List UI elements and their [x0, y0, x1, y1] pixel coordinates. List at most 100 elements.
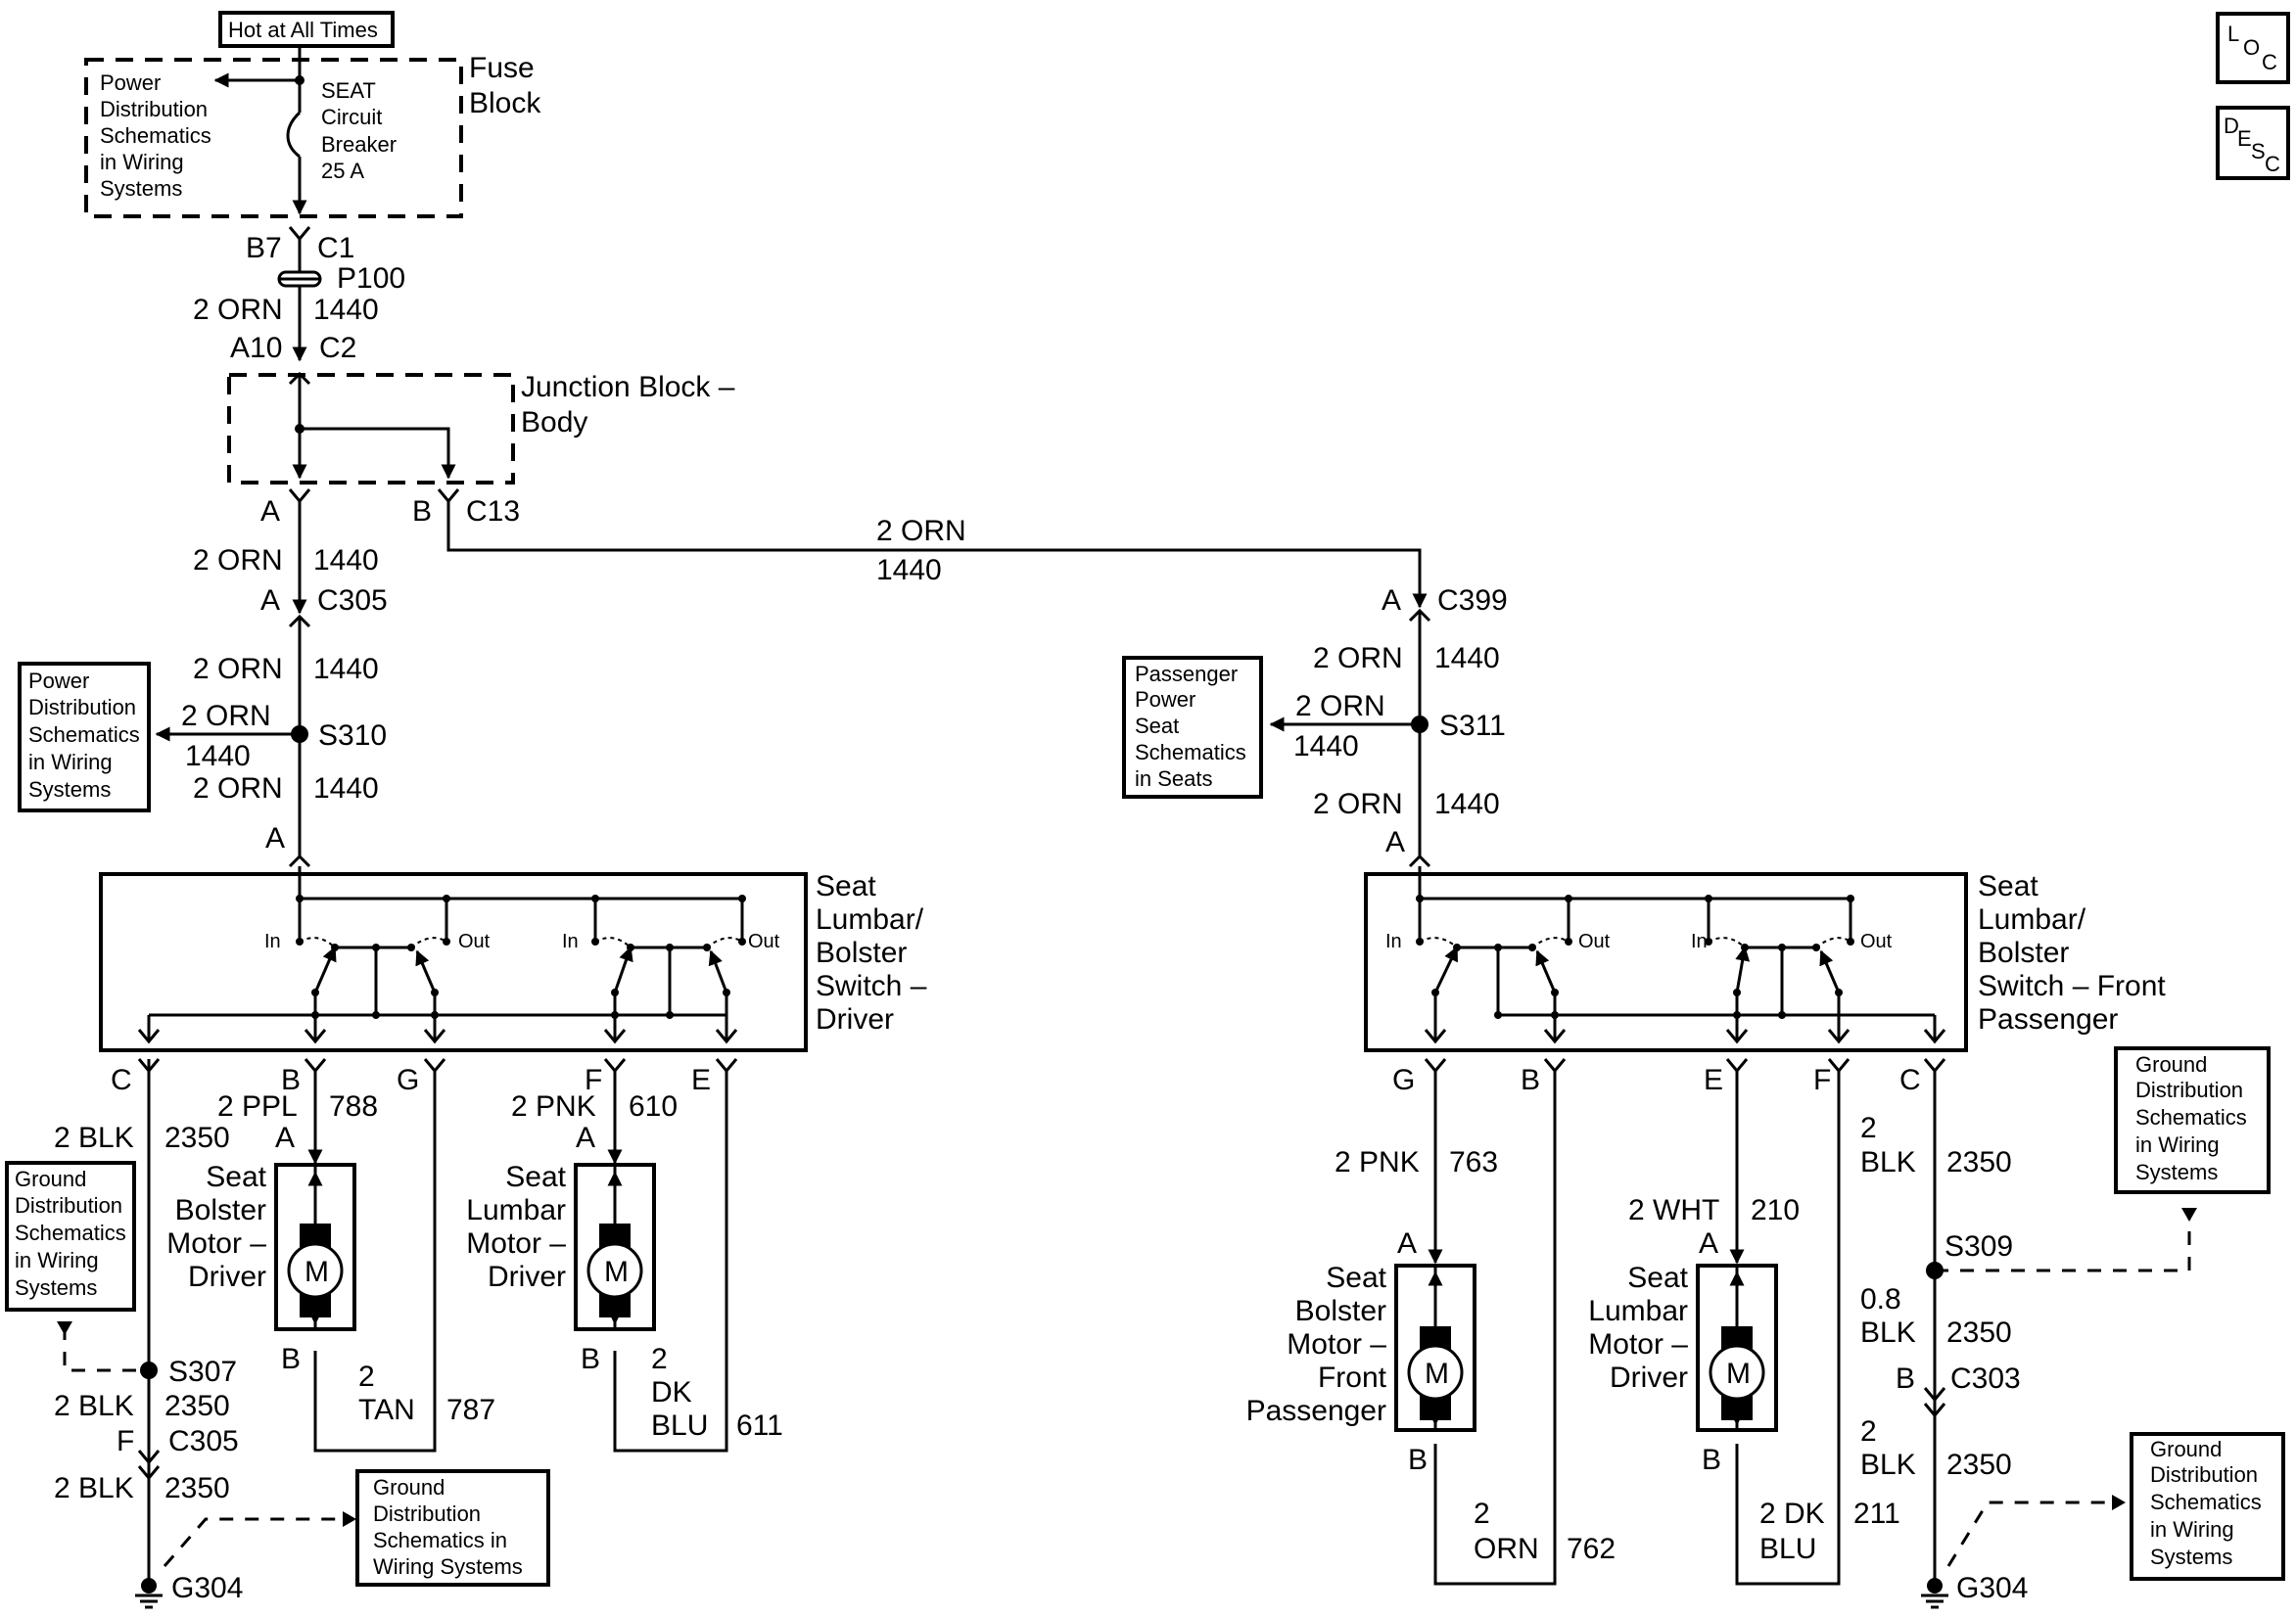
svg-text:Motor –: Motor – — [1588, 1328, 1688, 1361]
fuse-block-section: Hot at All Times Fuse Block Power Distri… — [84, 11, 541, 218]
svg-text:2: 2 — [651, 1343, 668, 1375]
svg-text:A: A — [1699, 1227, 1718, 1260]
svg-text:Lumbar: Lumbar — [466, 1194, 566, 1226]
passenger-bolster-motor: M Seat Bolster Motor – Front Passenger — [1246, 1262, 1476, 1432]
passenger-circuits: 2 PNK 763 A B 2 ORN 762 2 WHT 210 A B 2 … — [1335, 1071, 2197, 1609]
svg-text:Distribution: Distribution — [28, 695, 136, 719]
svg-text:Schematics: Schematics — [100, 123, 211, 148]
svg-text:Out: Out — [1578, 931, 1611, 952]
c2-label: C2 — [319, 332, 356, 364]
driver-lumbar-motor: M Seat Lumbar Motor – Driver — [466, 1161, 656, 1331]
svg-text:Power: Power — [100, 70, 161, 95]
svg-text:2350: 2350 — [164, 1390, 230, 1422]
motor-icon — [287, 1242, 344, 1299]
svg-text:210: 210 — [1751, 1194, 1800, 1226]
g304-right-label: G304 — [1956, 1572, 2028, 1604]
svg-text:BLU: BLU — [651, 1409, 708, 1442]
ground-g304-right-icon — [1927, 1578, 1943, 1594]
svg-text:Out: Out — [458, 931, 491, 952]
driver-bolster-motor: M Seat Bolster Motor – Driver — [166, 1161, 356, 1331]
svg-text:610: 610 — [629, 1090, 678, 1123]
svg-text:2 PPL: 2 PPL — [217, 1090, 298, 1123]
ground-g304-left-icon — [141, 1578, 157, 1594]
svg-text:Driver: Driver — [488, 1261, 566, 1293]
pass-pin-e: E — [1704, 1064, 1723, 1096]
svg-text:in Seats: in Seats — [1135, 766, 1213, 791]
svg-text:762: 762 — [1567, 1533, 1616, 1565]
fuse-block-outline — [84, 58, 463, 218]
junction-block-outline — [227, 373, 515, 485]
svg-text:2 WHT: 2 WHT — [1628, 1194, 1719, 1226]
svg-text:2: 2 — [1474, 1498, 1490, 1530]
svg-text:In: In — [1385, 931, 1402, 952]
svg-text:S: S — [2251, 139, 2266, 163]
svg-text:DK: DK — [651, 1376, 692, 1409]
svg-text:Ground: Ground — [373, 1475, 445, 1500]
pass-pin-g: G — [1392, 1064, 1415, 1096]
c13-pin-b: B — [412, 495, 432, 528]
junction-block-title-2: Body — [521, 406, 587, 439]
svg-text:0.8: 0.8 — [1860, 1283, 1901, 1316]
driver-switch-pin-a: A — [265, 822, 285, 855]
svg-text:Schematics in: Schematics in — [373, 1528, 507, 1552]
driver-circuits: 2 BLK 2350 S307 2 BLK 2350 F C305 2 BLK … — [54, 1059, 783, 1609]
s311-label: S311 — [1439, 710, 1506, 742]
svg-text:Bolster: Bolster — [1295, 1295, 1386, 1327]
passenger-switch-title: Seat Lumbar/ Bolster Switch – Front Pass… — [1978, 870, 2166, 1036]
svg-text:Distribution: Distribution — [2135, 1078, 2243, 1102]
c305-top-label: C305 — [317, 584, 388, 617]
g304-left-label: G304 — [171, 1572, 243, 1604]
svg-text:25 A: 25 A — [321, 159, 364, 183]
svg-text:Passenger: Passenger — [1135, 662, 1238, 686]
svg-text:ORN: ORN — [1474, 1533, 1539, 1565]
svg-text:BLK: BLK — [1860, 1317, 1916, 1349]
p100-label: P100 — [337, 262, 405, 295]
svg-text:2 PNK: 2 PNK — [1335, 1146, 1420, 1178]
svg-text:M: M — [604, 1256, 629, 1288]
svg-text:2 BLK: 2 BLK — [54, 1472, 134, 1504]
svg-text:Passenger: Passenger — [1246, 1395, 1386, 1427]
svg-text:Motor –: Motor – — [466, 1227, 566, 1260]
ground-distribution-ref-left: Ground Distribution Schematics in Wiring… — [5, 1161, 136, 1312]
driver-pin-f: F — [585, 1064, 602, 1096]
ground-distribution-ref-right-bottom: Ground Distribution Schematics in Wiring… — [2130, 1432, 2285, 1581]
svg-text:211: 211 — [1853, 1498, 1900, 1530]
s307-label: S307 — [168, 1356, 237, 1388]
svg-text:Front: Front — [1318, 1362, 1387, 1394]
svg-text:Lumbar: Lumbar — [1588, 1295, 1688, 1327]
circuit-breaker-symbol — [286, 111, 302, 159]
passenger-power-seat-ref: Passenger Power Seat Schematics in Seats — [1122, 656, 1263, 799]
wire-1440-label: 1440 — [313, 294, 379, 326]
passenger-switch: Seat Lumbar/ Bolster Switch – Front Pass… — [1364, 866, 2166, 1096]
svg-text:M: M — [1425, 1358, 1449, 1390]
c399-label: C399 — [1437, 584, 1508, 617]
svg-text:O: O — [2243, 35, 2260, 60]
svg-text:C: C — [2265, 152, 2280, 176]
svg-text:A: A — [275, 1122, 295, 1154]
driver-switch-outline — [99, 872, 808, 1052]
svg-text:B: B — [281, 1343, 301, 1375]
circuit-breaker-label: SEAT Circuit Breaker 25 A — [321, 78, 397, 183]
svg-text:In: In — [264, 931, 281, 952]
svg-text:2 ORN: 2 ORN — [181, 700, 271, 732]
svg-text:Wiring Systems: Wiring Systems — [373, 1554, 523, 1579]
svg-text:Driver: Driver — [816, 1003, 894, 1036]
cross-wire: 2 ORN 1440 A C399 2 ORN 1440 S311 2 ORN … — [446, 501, 1508, 868]
pass-pin-f: F — [1813, 1064, 1831, 1096]
motor-icon — [586, 1242, 643, 1299]
svg-text:Out: Out — [1860, 931, 1893, 952]
driver-switch: Seat Lumbar/ Bolster Switch – Driver In — [99, 866, 927, 1096]
svg-text:in Wiring: in Wiring — [15, 1248, 99, 1272]
svg-text:2 ORN: 2 ORN — [1295, 690, 1385, 722]
svg-text:Bolster: Bolster — [175, 1194, 266, 1226]
svg-text:TAN: TAN — [358, 1394, 415, 1426]
pass-pin-c: C — [1899, 1064, 1921, 1096]
b7-pin-label: B7 — [246, 232, 282, 264]
svg-text:2 ORN: 2 ORN — [193, 544, 283, 577]
loc-icon[interactable]: L O C — [2216, 12, 2290, 84]
a10-pin-label: A10 — [230, 332, 282, 364]
c13-pin-a: A — [260, 495, 280, 528]
svg-text:Motor –: Motor – — [1287, 1328, 1386, 1361]
desc-icon[interactable]: D E S C — [2216, 106, 2290, 180]
